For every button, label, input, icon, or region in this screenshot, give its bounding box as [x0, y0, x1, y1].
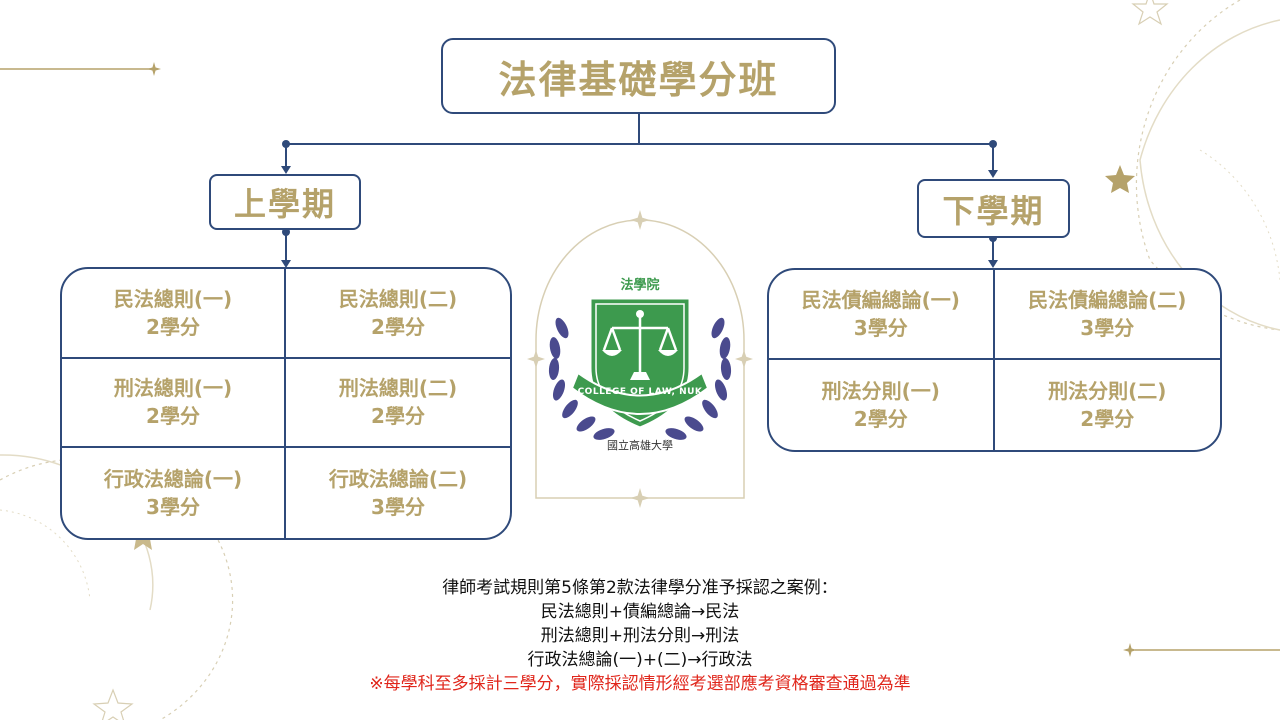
scales-of-justice-icon: [602, 313, 678, 378]
course-grid-first: 民法總則(一) 2學分 民法總則(二) 2學分 刑法總則(一) 2學分 刑法總則…: [60, 267, 512, 540]
course-cell: 行政法總論(一) 3學分: [62, 448, 286, 538]
course-credits: 3學分: [371, 495, 425, 520]
note-line: 律師考試規則第5條第2款法律學分准予採認之案例：: [442, 578, 838, 598]
course-name: 民法總則(一): [113, 286, 233, 311]
notes-block: 律師考試規則第5條第2款法律學分准予採認之案例： 民法總則+債編總論→民法 刑法…: [300, 576, 980, 696]
course-name: 刑法總則(二): [338, 376, 458, 401]
course-credits: 2學分: [371, 404, 425, 429]
title-box: 法律基礎學分班: [441, 38, 836, 114]
course-credits: 2學分: [146, 404, 200, 429]
sparkle-icon: [147, 62, 161, 76]
emblem-bottom-text: 國立高雄大學: [607, 439, 673, 452]
course-cell: 民法總則(一) 2學分: [62, 269, 286, 359]
course-name: 行政法總論(二): [328, 467, 468, 492]
semester-box-second: 下學期: [917, 179, 1070, 238]
course-credits: 2學分: [371, 314, 425, 339]
course-cell: 刑法分則(一) 2學分: [769, 360, 995, 450]
course-credits: 2學分: [1080, 407, 1135, 431]
course-cell: 民法債編總論(二) 3學分: [994, 270, 1220, 360]
note-line: 刑法總則+刑法分則→刑法: [540, 626, 740, 646]
college-emblem-logo: [548, 296, 732, 440]
course-cell: 民法總則(二) 2學分: [286, 269, 510, 359]
course-credits: 2學分: [853, 407, 908, 431]
diagram-title: 法律基礎學分班: [498, 57, 779, 102]
emblem-ring-text: COLLEGE OF LAW, NUK: [577, 387, 703, 397]
warning-note: ※每學科至多採計三學分，實際採認情形經考選部應考資格審查通過為準: [369, 674, 911, 694]
course-credits: 3學分: [146, 495, 200, 520]
course-cell: 刑法分則(二) 2學分: [995, 360, 1221, 450]
course-name: 行政法總論(一): [103, 467, 243, 492]
course-name: 刑法分則(一): [821, 379, 940, 403]
laurel-icon: [548, 317, 732, 440]
course-name: 民法債編總論(二): [1028, 288, 1187, 312]
course-credits: 3學分: [853, 316, 908, 340]
course-name: 民法債編總論(一): [801, 288, 960, 312]
semester-box-first: 上學期: [209, 174, 361, 230]
course-credits: 3學分: [1080, 316, 1135, 340]
emblem-top-text: 法學院: [620, 278, 660, 293]
note-line: 行政法總論(一)+(二)→行政法: [527, 650, 753, 670]
course-cell: 民法債編總論(一) 3學分: [769, 270, 995, 360]
course-cell: 行政法總論(二) 3學分: [286, 448, 510, 538]
course-cell: 刑法總則(二) 2學分: [286, 359, 510, 449]
course-name: 民法總則(二): [338, 286, 458, 311]
course-cell: 刑法總則(一) 2學分: [62, 358, 286, 449]
course-credits: 2學分: [146, 314, 200, 339]
semester-label-second: 下學期: [942, 191, 1045, 230]
course-grid-second: 民法債編總論(一) 3學分 民法債編總論(二) 3學分 刑法分則(一) 2學分 …: [767, 268, 1222, 452]
note-line: 民法總則+債編總論→民法: [540, 602, 740, 622]
course-name: 刑法總則(一): [113, 376, 233, 401]
course-name: 刑法分則(二): [1048, 379, 1167, 403]
semester-label-first: 上學期: [233, 185, 336, 223]
